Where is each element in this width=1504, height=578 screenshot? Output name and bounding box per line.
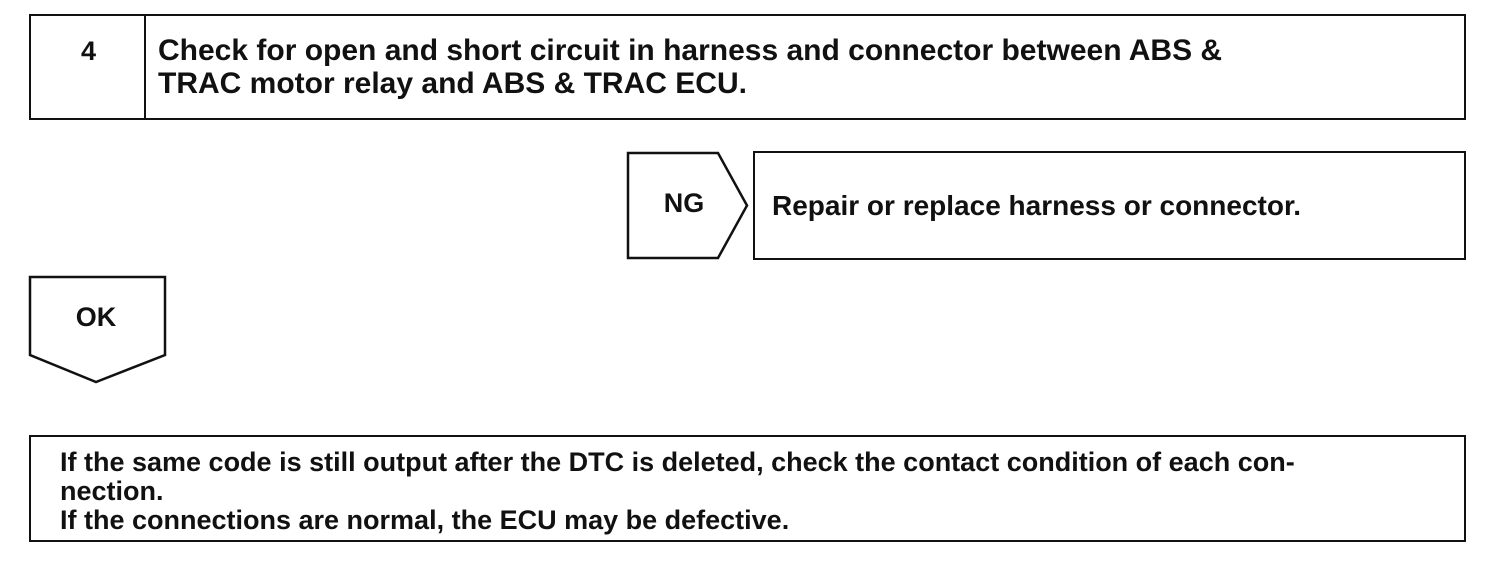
note-line-2: nection. (60, 476, 164, 506)
note-box: If the same code is still output after t… (29, 435, 1466, 542)
ng-arrow-shape (626, 151, 749, 260)
step-title-line-2: TRAC motor relay and ABS & TRAC ECU. (158, 67, 747, 100)
step-title: Check for open and short circuit in harn… (158, 34, 1438, 100)
step-box: 4 Check for open and short circuit in ha… (29, 14, 1466, 120)
step-title-line-1: Check for open and short circuit in harn… (158, 34, 1223, 67)
ng-result-box: Repair or replace harness or connector. (753, 151, 1466, 260)
ok-arrow-shape (28, 275, 167, 384)
note-line-3: If the connections are normal, the ECU m… (60, 505, 790, 535)
ok-label: OK (75, 302, 117, 332)
ng-result-text: Repair or replace harness or connector. (772, 190, 1302, 221)
note-line-1: If the same code is still output after t… (60, 447, 1295, 477)
step-number: 4 (80, 36, 97, 66)
note-text: If the same code is still output after t… (60, 448, 1455, 535)
ng-label: NG (663, 188, 705, 218)
step-number-cell: 4 (31, 16, 146, 118)
